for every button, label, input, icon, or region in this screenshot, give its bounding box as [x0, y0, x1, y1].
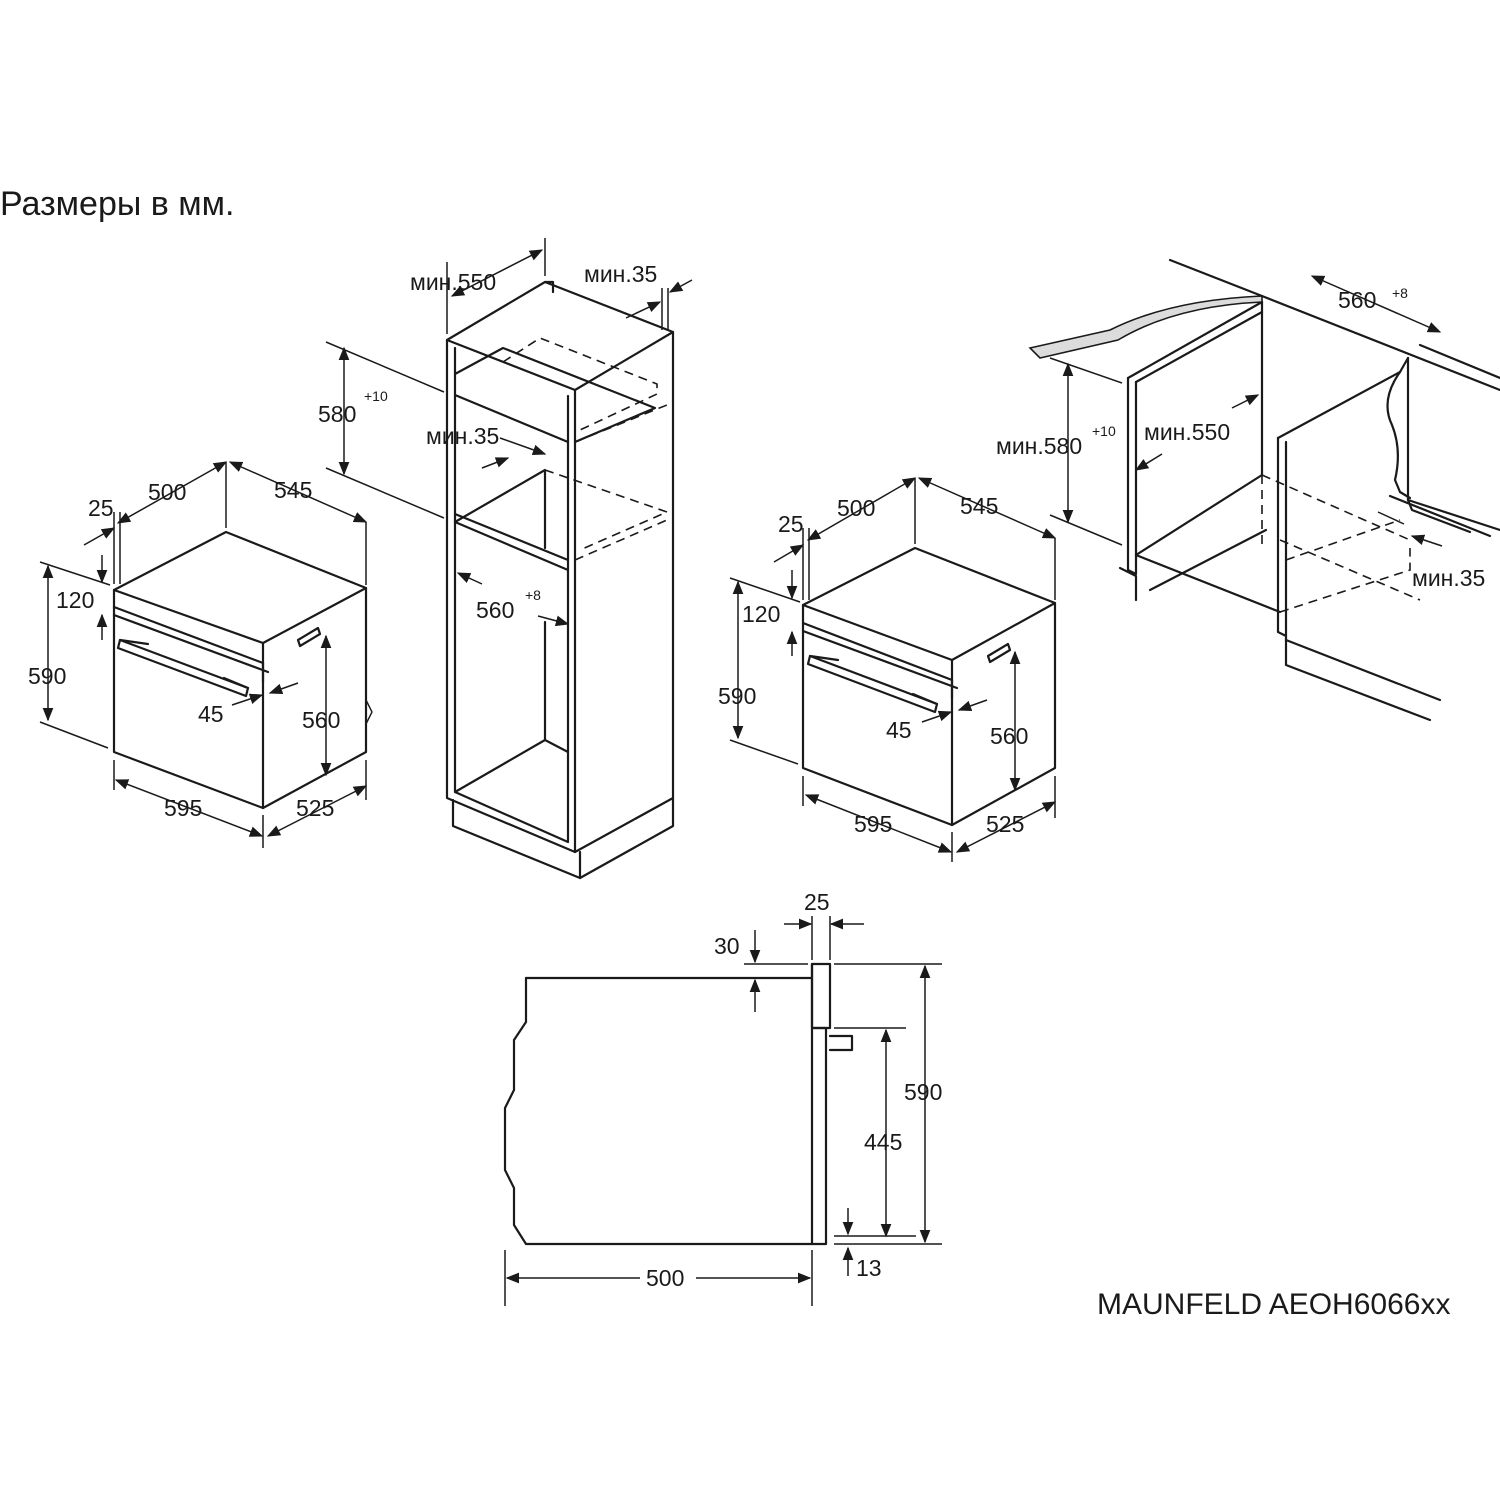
dim-oven-left-590: 590	[28, 663, 66, 689]
dim-oven-left-25: 25	[88, 495, 114, 521]
dim-oven-right-560: 560	[990, 723, 1028, 749]
model-name: MAUNFELD AEOH6066xx	[1097, 1288, 1450, 1321]
dim-niche-560-tol: +8	[1392, 285, 1408, 301]
dim-niche-min580-tol: +10	[1092, 423, 1116, 439]
dim-oven-left-525: 525	[296, 795, 334, 821]
dim-oven-right-595: 595	[854, 811, 892, 837]
tall-cabinet: мин.550 мин.35 580 +10 мин.35 560 +8	[318, 238, 693, 880]
dim-oven-right-500: 500	[837, 495, 875, 521]
dim-tall-min550: мин.550	[410, 269, 496, 295]
under-counter-niche: 560 +8 мин.580 +10 мин.550 мин.35	[996, 258, 1500, 722]
oven-right: 25 500 545 120 590 45 560 595 525	[718, 477, 1057, 862]
dim-oven-right-545: 545	[960, 493, 998, 519]
dim-oven-right-45: 45	[886, 717, 912, 743]
dim-side-445: 445	[864, 1129, 902, 1155]
dim-oven-right-590: 590	[718, 683, 756, 709]
dim-niche-min550: мин.550	[1144, 419, 1230, 445]
dim-oven-left-545: 545	[274, 477, 312, 503]
dim-side-30: 30	[714, 933, 740, 959]
dim-tall-580: 580	[318, 401, 356, 427]
dim-oven-right-25: 25	[778, 511, 804, 537]
dim-niche-min580: мин.580	[996, 433, 1082, 459]
dim-tall-min35-top: мин.35	[584, 261, 657, 287]
dim-oven-right-120: 120	[742, 601, 780, 627]
dim-oven-right-525: 525	[986, 811, 1024, 837]
dim-oven-left-45: 45	[198, 701, 224, 727]
dim-side-590: 590	[904, 1079, 942, 1105]
dim-niche-560: 560	[1338, 287, 1376, 313]
dim-niche-min35: мин.35	[1412, 565, 1485, 591]
dim-tall-580-tol: +10	[364, 388, 388, 404]
dim-oven-left-120: 120	[56, 587, 94, 613]
dim-tall-560: 560	[476, 597, 514, 623]
dim-tall-560-tol: +8	[525, 587, 541, 603]
oven-side-view: 25 30 590 445 500 13	[503, 889, 942, 1306]
dim-oven-left-560: 560	[302, 707, 340, 733]
dim-side-13: 13	[856, 1255, 882, 1281]
dim-side-25: 25	[804, 889, 830, 915]
oven-left: 25 500 545 120 590 45 560 595 525	[28, 461, 373, 848]
dim-oven-left-595: 595	[164, 795, 202, 821]
dim-tall-min35-mid: мин.35	[426, 423, 499, 449]
dim-side-500: 500	[646, 1265, 684, 1291]
dim-oven-left-500: 500	[148, 479, 186, 505]
page-title: Размеры в мм.	[0, 185, 234, 223]
